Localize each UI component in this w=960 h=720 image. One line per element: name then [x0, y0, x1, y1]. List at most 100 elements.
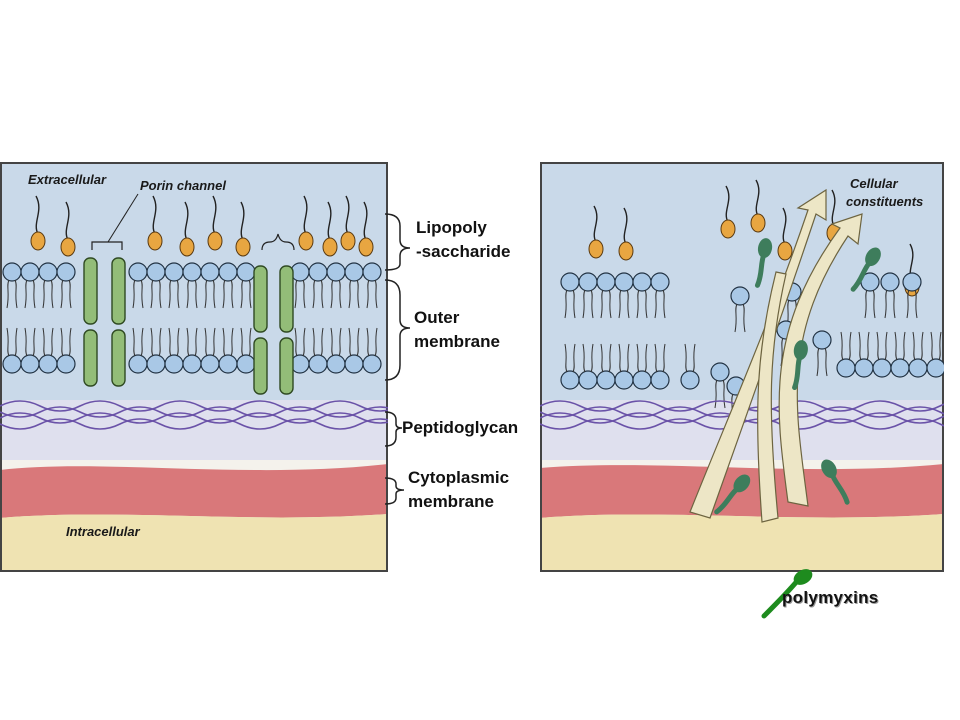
lipid-tail [356, 327, 360, 357]
lipid-tail [312, 327, 316, 357]
lps-chain [782, 207, 787, 245]
phospholipid-head [926, 358, 944, 378]
lipid-tail [330, 327, 334, 357]
lipid-tail [600, 343, 604, 373]
lipid-tail [722, 379, 726, 409]
lps-chain [593, 205, 598, 243]
lps-chain [303, 195, 308, 235]
cytoplasmic-membrane [0, 464, 388, 518]
lipid-tail [150, 327, 154, 357]
lipid-tail [150, 279, 154, 309]
lipid-tail [734, 303, 738, 333]
porin-protein [253, 337, 268, 395]
lipid-tail [366, 327, 370, 357]
lipid-tail [564, 289, 568, 319]
lipid-tail [636, 289, 640, 319]
lipid-tail [356, 279, 360, 309]
lipid-tail [158, 279, 162, 309]
lipid-tail [608, 289, 612, 319]
lipid-tail [662, 289, 666, 319]
polymyxin-molecule [792, 340, 808, 391]
lipid-tail [230, 327, 234, 357]
phospholipid-head [56, 262, 76, 282]
peptidoglycan-strand [0, 412, 388, 424]
lps-head [618, 241, 634, 261]
lipid-tail [662, 343, 666, 373]
lipid-tail [140, 327, 144, 357]
porin-protein [111, 257, 126, 325]
lipid-tail [42, 327, 46, 357]
lipid-tail [32, 327, 36, 357]
lipid-tail [302, 327, 306, 357]
lipid-tail [590, 289, 594, 319]
phospholipid-head [680, 370, 700, 390]
lps-chain [184, 201, 189, 241]
phospholipid-head [880, 272, 900, 292]
lps-head [60, 237, 76, 257]
porin-channel-label: Porin channel [140, 178, 226, 193]
lps-head [30, 231, 46, 251]
lipid-tail [68, 279, 72, 309]
lipid-tail [912, 331, 916, 361]
peptidoglycan-strand [0, 418, 388, 430]
lipid-tail [572, 343, 576, 373]
lps-head [179, 237, 195, 257]
lipid-tail [230, 279, 234, 309]
lps-label-line1: Lipopoly [416, 218, 487, 237]
porin-protein [83, 257, 98, 325]
lipid-tail [330, 279, 334, 309]
phospholipid-head [362, 262, 382, 282]
lipid-tail [636, 343, 640, 373]
lps-head [147, 231, 163, 251]
lipid-tail [6, 327, 10, 357]
lipid-tail [840, 331, 844, 361]
porin-protein [279, 337, 294, 395]
lipid-tail [582, 343, 586, 373]
lps-chain [35, 195, 40, 235]
polymyxin-legend-icon [761, 569, 813, 619]
lipid-tail [582, 289, 586, 319]
lipid-tail [618, 343, 622, 373]
lipid-tail [212, 327, 216, 357]
lipid-tail [884, 289, 888, 319]
lipid-tail [366, 279, 370, 309]
lps-chain [623, 207, 628, 245]
lipid-tail [24, 327, 28, 357]
lipid-tail [692, 343, 696, 373]
lipid-tail [132, 279, 136, 309]
lipid-tail [876, 331, 880, 361]
lipid-tail [60, 279, 64, 309]
phospholipid-head [730, 286, 750, 306]
cellular-constituents-label-line2: constituents [846, 194, 924, 209]
lps-chain [327, 201, 332, 241]
cytoplasm [540, 514, 944, 572]
lipid-tail [644, 343, 648, 373]
lipid-tail [24, 279, 28, 309]
porin-protein [253, 265, 268, 333]
left-membrane-diagram [0, 162, 388, 572]
lipid-tail [6, 279, 10, 309]
lipid-tail [204, 327, 208, 357]
porin-pointer [107, 193, 139, 243]
phospholipid-head [56, 354, 76, 374]
lps-head [322, 237, 338, 257]
outer-membrane-label-line2: membrane [414, 332, 500, 351]
lps-chain [212, 195, 217, 235]
lipid-tail [338, 327, 342, 357]
lipid-tail [572, 289, 576, 319]
phospholipid-head [812, 330, 832, 350]
polymyxin-molecule [754, 238, 773, 288]
lipid-tail [824, 347, 828, 377]
lipid-tail [848, 331, 852, 361]
lps-chain [65, 201, 70, 241]
lipid-tail [222, 279, 226, 309]
lipid-tail [42, 279, 46, 309]
lipid-tail [930, 331, 934, 361]
lipid-tail [374, 279, 378, 309]
peptidoglycan-strand [0, 400, 388, 412]
lipid-tail [302, 279, 306, 309]
lipid-tail [168, 279, 172, 309]
lps-chain [725, 185, 730, 223]
cytoplasmic-bracket [384, 477, 405, 505]
porin-bracket [261, 233, 295, 251]
